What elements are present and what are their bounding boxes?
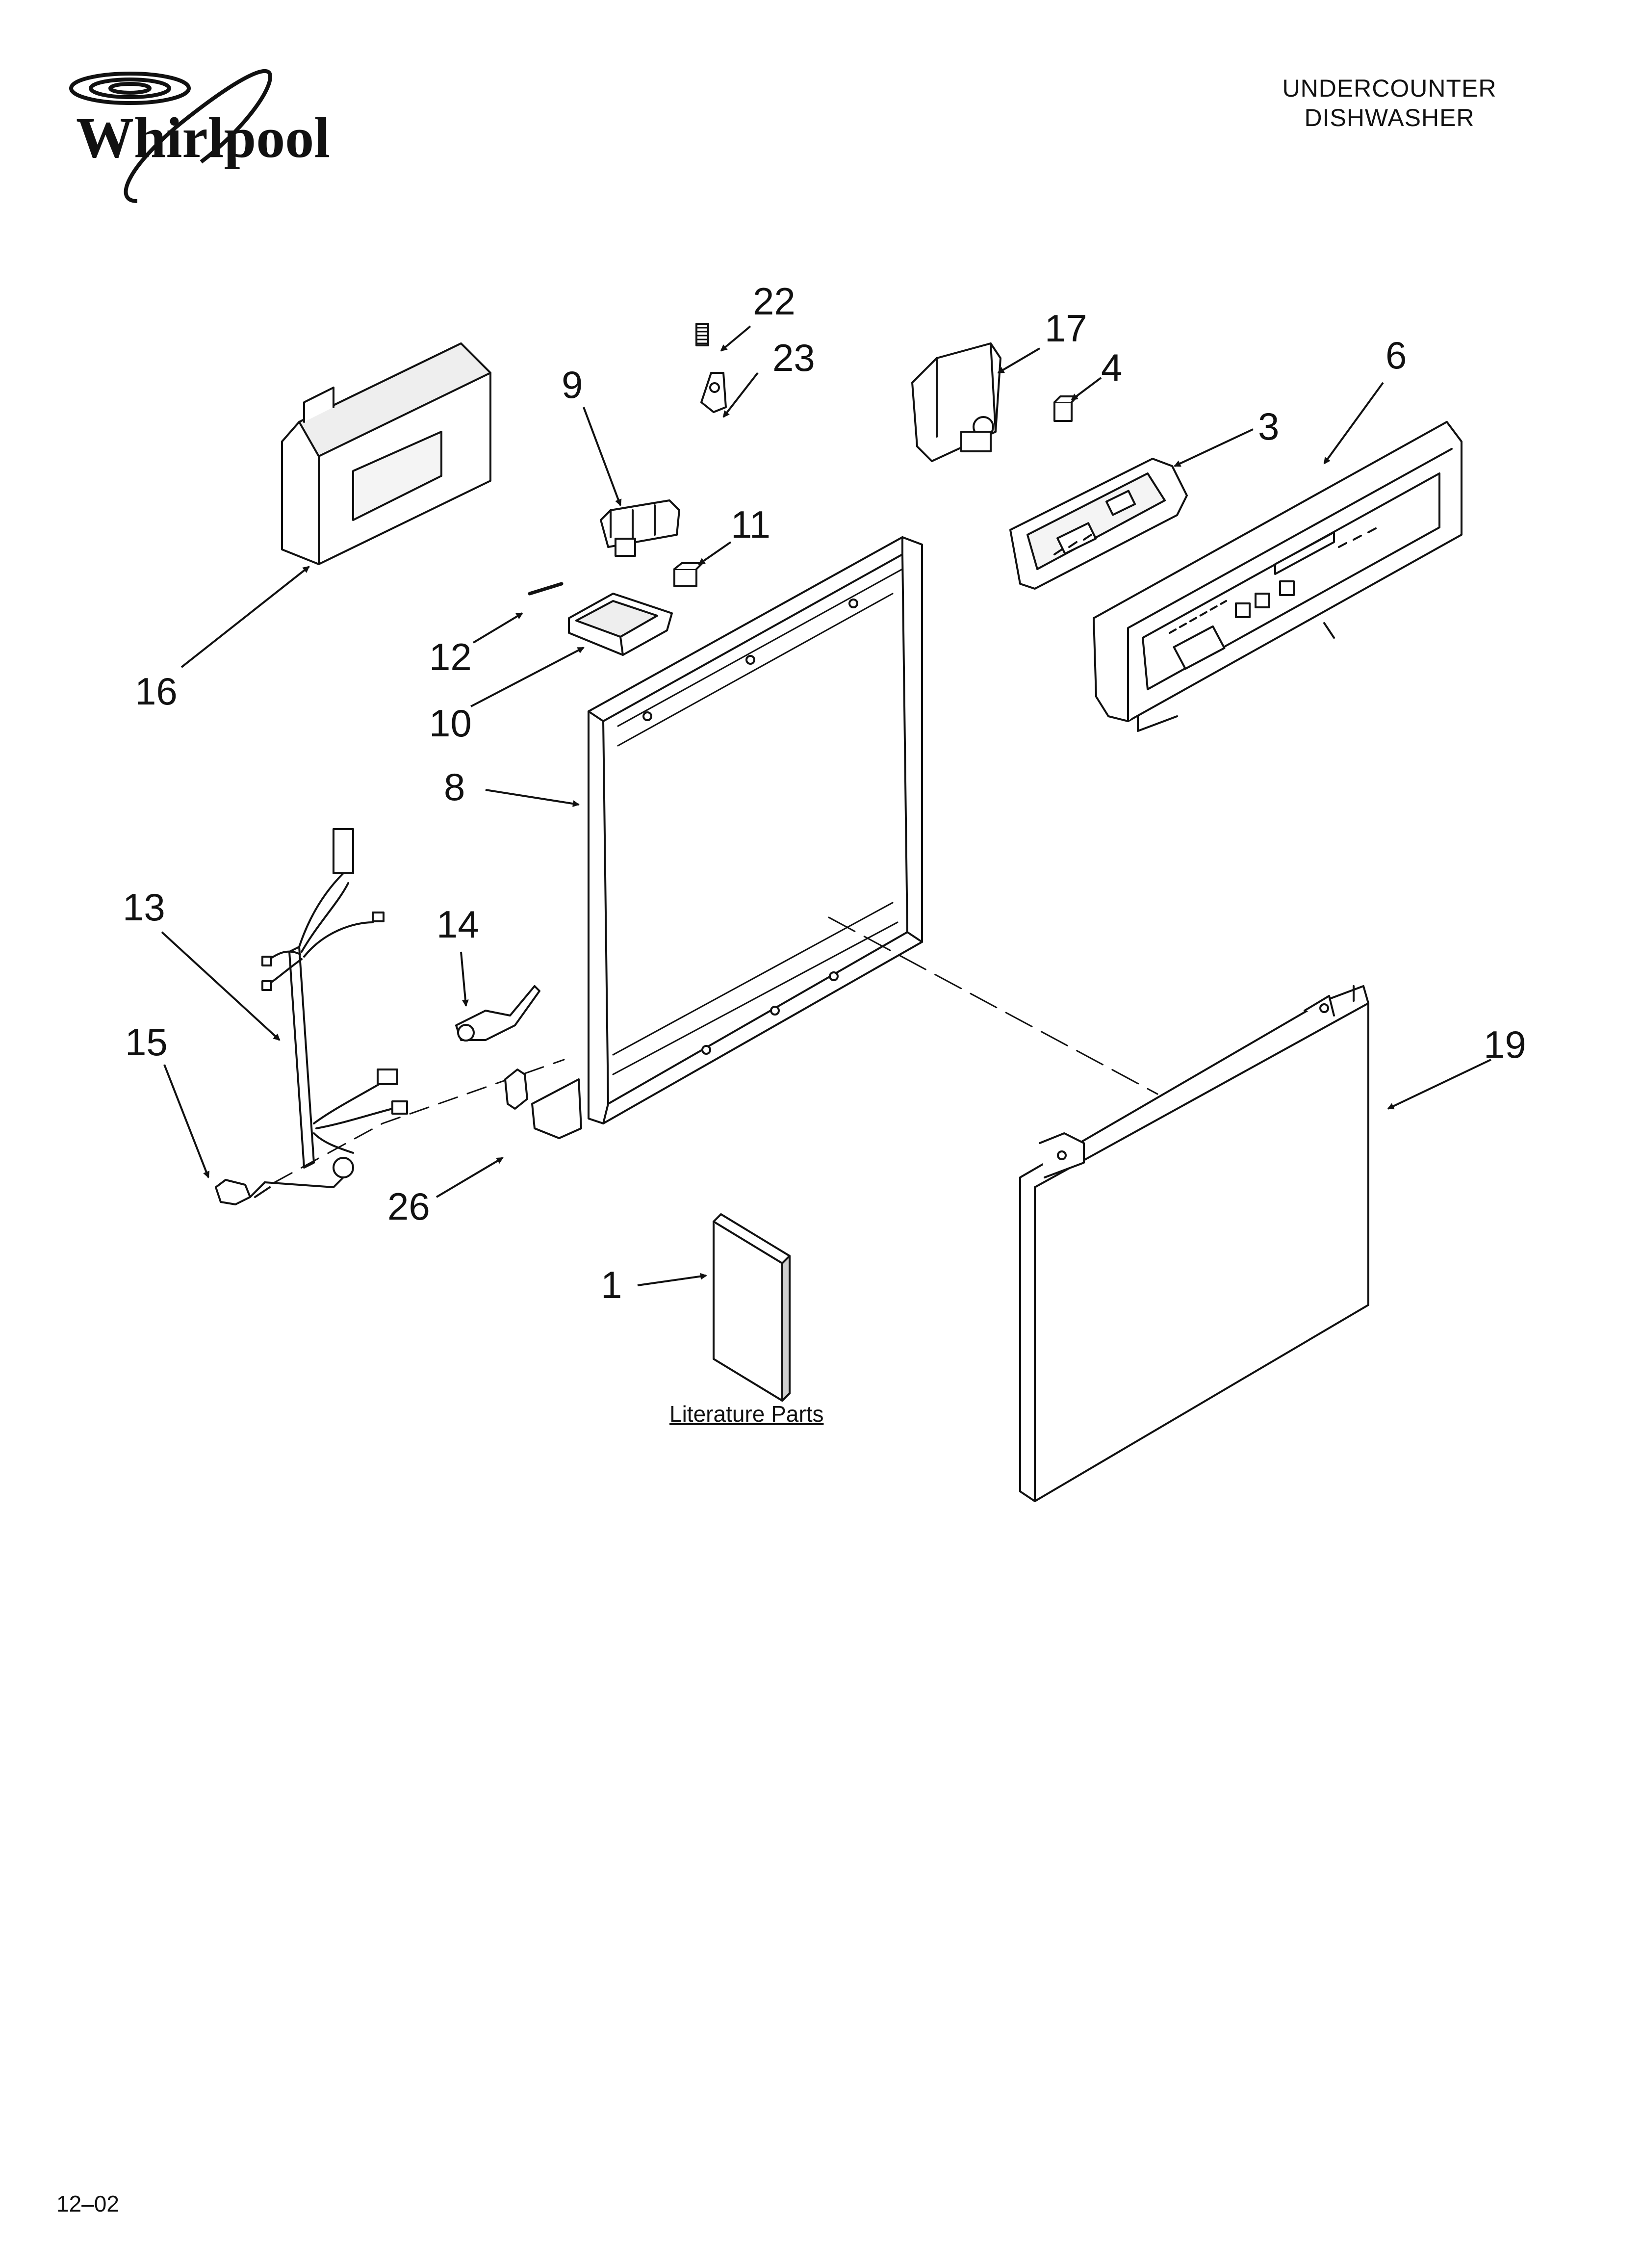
leader-19 — [1387, 1060, 1491, 1109]
brand-logo: Whirlpool — [69, 69, 330, 203]
callout-17: 17 — [1045, 307, 1087, 350]
leader-22 — [720, 326, 750, 351]
leader-9 — [584, 407, 622, 506]
part-11-switch — [674, 563, 702, 586]
harness-leader-line — [275, 1060, 564, 1182]
callout-23: 23 — [772, 336, 815, 379]
leader-15 — [164, 1065, 210, 1178]
callout-15: 15 — [125, 1020, 168, 1064]
leader-4 — [1071, 378, 1101, 400]
part-3-control-panel — [1010, 459, 1187, 589]
callout-19: 19 — [1484, 1023, 1526, 1066]
callout-16: 16 — [135, 670, 178, 713]
product-type: UNDERCOUNTER DISHWASHER — [1218, 74, 1561, 132]
brand-wordmark: Whirlpool — [76, 105, 330, 170]
leader-11 — [698, 542, 731, 564]
leader-1 — [638, 1273, 707, 1285]
callout-14: 14 — [436, 903, 479, 946]
callout-22: 22 — [753, 280, 795, 323]
part-4-switch — [1054, 396, 1077, 421]
literature-parts-caption: Literature Parts — [669, 1401, 824, 1427]
part-16-shroud — [282, 343, 490, 564]
callout-8: 8 — [444, 765, 465, 808]
part-8-door-frame — [532, 537, 922, 1138]
part-1-literature-booklet — [714, 1214, 790, 1401]
leader-12 — [473, 613, 523, 643]
part-19-outer-door-panel — [1020, 986, 1368, 1501]
part-26-clip — [505, 1069, 527, 1109]
leader-26 — [436, 1158, 504, 1197]
leader-6 — [1324, 383, 1383, 465]
callout-12: 12 — [429, 635, 472, 678]
leader-3 — [1174, 429, 1253, 466]
part-23-clip — [701, 373, 726, 412]
callout-4: 4 — [1101, 346, 1123, 389]
callout-6: 6 — [1385, 334, 1407, 377]
leader-14 — [461, 952, 469, 1007]
part-9-latch — [601, 500, 679, 556]
leader-8 — [486, 790, 580, 808]
callout-11: 11 — [731, 503, 770, 546]
assembly-leader-line — [829, 917, 1157, 1094]
whirlpool-swirl-logo-icon — [69, 69, 272, 203]
callout-10: 10 — [429, 702, 472, 745]
part-17-control-module — [912, 343, 1001, 461]
callout-13: 13 — [123, 886, 165, 929]
part-10-latch-housing — [569, 594, 672, 655]
part-15-screw — [216, 1180, 270, 1204]
callout-9: 9 — [562, 363, 583, 406]
callout-1: 1 — [601, 1263, 622, 1306]
callout-26: 26 — [387, 1185, 430, 1228]
revision-date: 12–02 — [56, 2191, 119, 2216]
leader-16 — [181, 567, 310, 667]
product-type-line-2: DISHWASHER — [1304, 104, 1475, 131]
product-type-line-1: UNDERCOUNTER — [1282, 75, 1497, 102]
part-22-spring — [696, 324, 708, 345]
part-12-pin — [530, 584, 562, 594]
leader-13 — [162, 932, 281, 1040]
leader-23 — [723, 373, 758, 418]
part-13-wire-harness — [262, 829, 407, 1187]
part-14-connector — [456, 986, 539, 1041]
leader-10 — [471, 648, 585, 706]
part-6-console — [1094, 422, 1462, 731]
leader-17 — [997, 348, 1040, 373]
callout-3: 3 — [1258, 405, 1280, 448]
